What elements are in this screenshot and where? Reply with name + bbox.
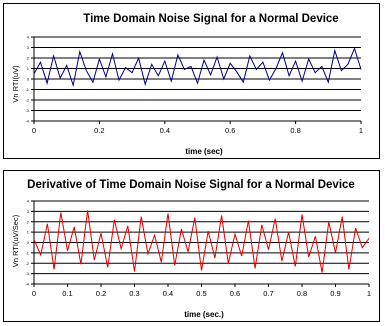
x-tick-label: 0.8: [297, 289, 307, 298]
x-tick-label: 0.1: [62, 289, 72, 298]
x-tick-label: 0.9: [330, 289, 340, 298]
x-tick-label: 0: [32, 126, 36, 135]
y-tick-label: 1: [27, 66, 30, 71]
y-tick-label: 4: [27, 35, 30, 40]
y-tick-label: 3: [27, 45, 30, 50]
y-tick-label: -3: [25, 108, 29, 113]
y-tick-label: -4: [25, 119, 29, 124]
x-tick-label: 0.3: [129, 289, 139, 298]
chart-title: Derivative of Time Domain Noise Signal f…: [27, 179, 355, 191]
chart-title: Time Domain Noise Signal for a Normal De…: [83, 13, 338, 25]
x-axis-label: time (sec.): [184, 310, 224, 319]
series-line: [33, 47, 362, 88]
chart-panel-time-domain: Time Domain Noise Signal for a Normal De…: [3, 3, 380, 159]
x-tick-label: 0: [32, 289, 36, 298]
y-axis-label: Vn RTI(uV/Sec): [11, 214, 20, 267]
y-tick-label: -3: [25, 271, 29, 276]
x-tick-label: 1: [367, 289, 371, 298]
y-axis-label: Vn RTI(uV): [11, 65, 20, 103]
y-tick-label: 2: [27, 56, 30, 61]
x-tick-label: 0.8: [290, 126, 300, 135]
x-tick-label: 0.2: [94, 126, 104, 135]
series-line: [33, 210, 370, 273]
x-tick-label: 0.5: [196, 289, 206, 298]
x-axis-label: time (sec): [185, 147, 223, 156]
y-tick-label: -1: [25, 250, 29, 255]
x-tick-label: 0.4: [163, 289, 173, 298]
y-tick-label: -1: [25, 87, 29, 92]
y-tick-label: 0: [27, 77, 30, 82]
chart-derivative-svg: Derivative of Time Domain Noise Signal f…: [11, 179, 371, 319]
y-tick-label: -2: [25, 98, 29, 103]
y-tick-label: 1: [27, 230, 30, 235]
y-tick-label: 2: [27, 219, 30, 224]
chart-panel-derivative: Derivative of Time Domain Noise Signal f…: [3, 170, 380, 322]
x-tick-label: 0.4: [160, 126, 170, 135]
y-tick-label: -2: [25, 261, 29, 266]
x-tick-label: 1: [359, 126, 363, 135]
chart-time-domain-svg: Time Domain Noise Signal for a Normal De…: [11, 13, 363, 156]
y-tick-label: 3: [27, 209, 30, 214]
x-tick-label: 0.7: [263, 289, 273, 298]
y-tick-label: -4: [25, 282, 29, 287]
x-tick-label: 0.6: [230, 289, 240, 298]
y-tick-label: 0: [27, 240, 30, 245]
x-tick-label: 0.2: [96, 289, 106, 298]
x-tick-label: 0.6: [225, 126, 235, 135]
y-tick-label: 4: [27, 199, 30, 204]
